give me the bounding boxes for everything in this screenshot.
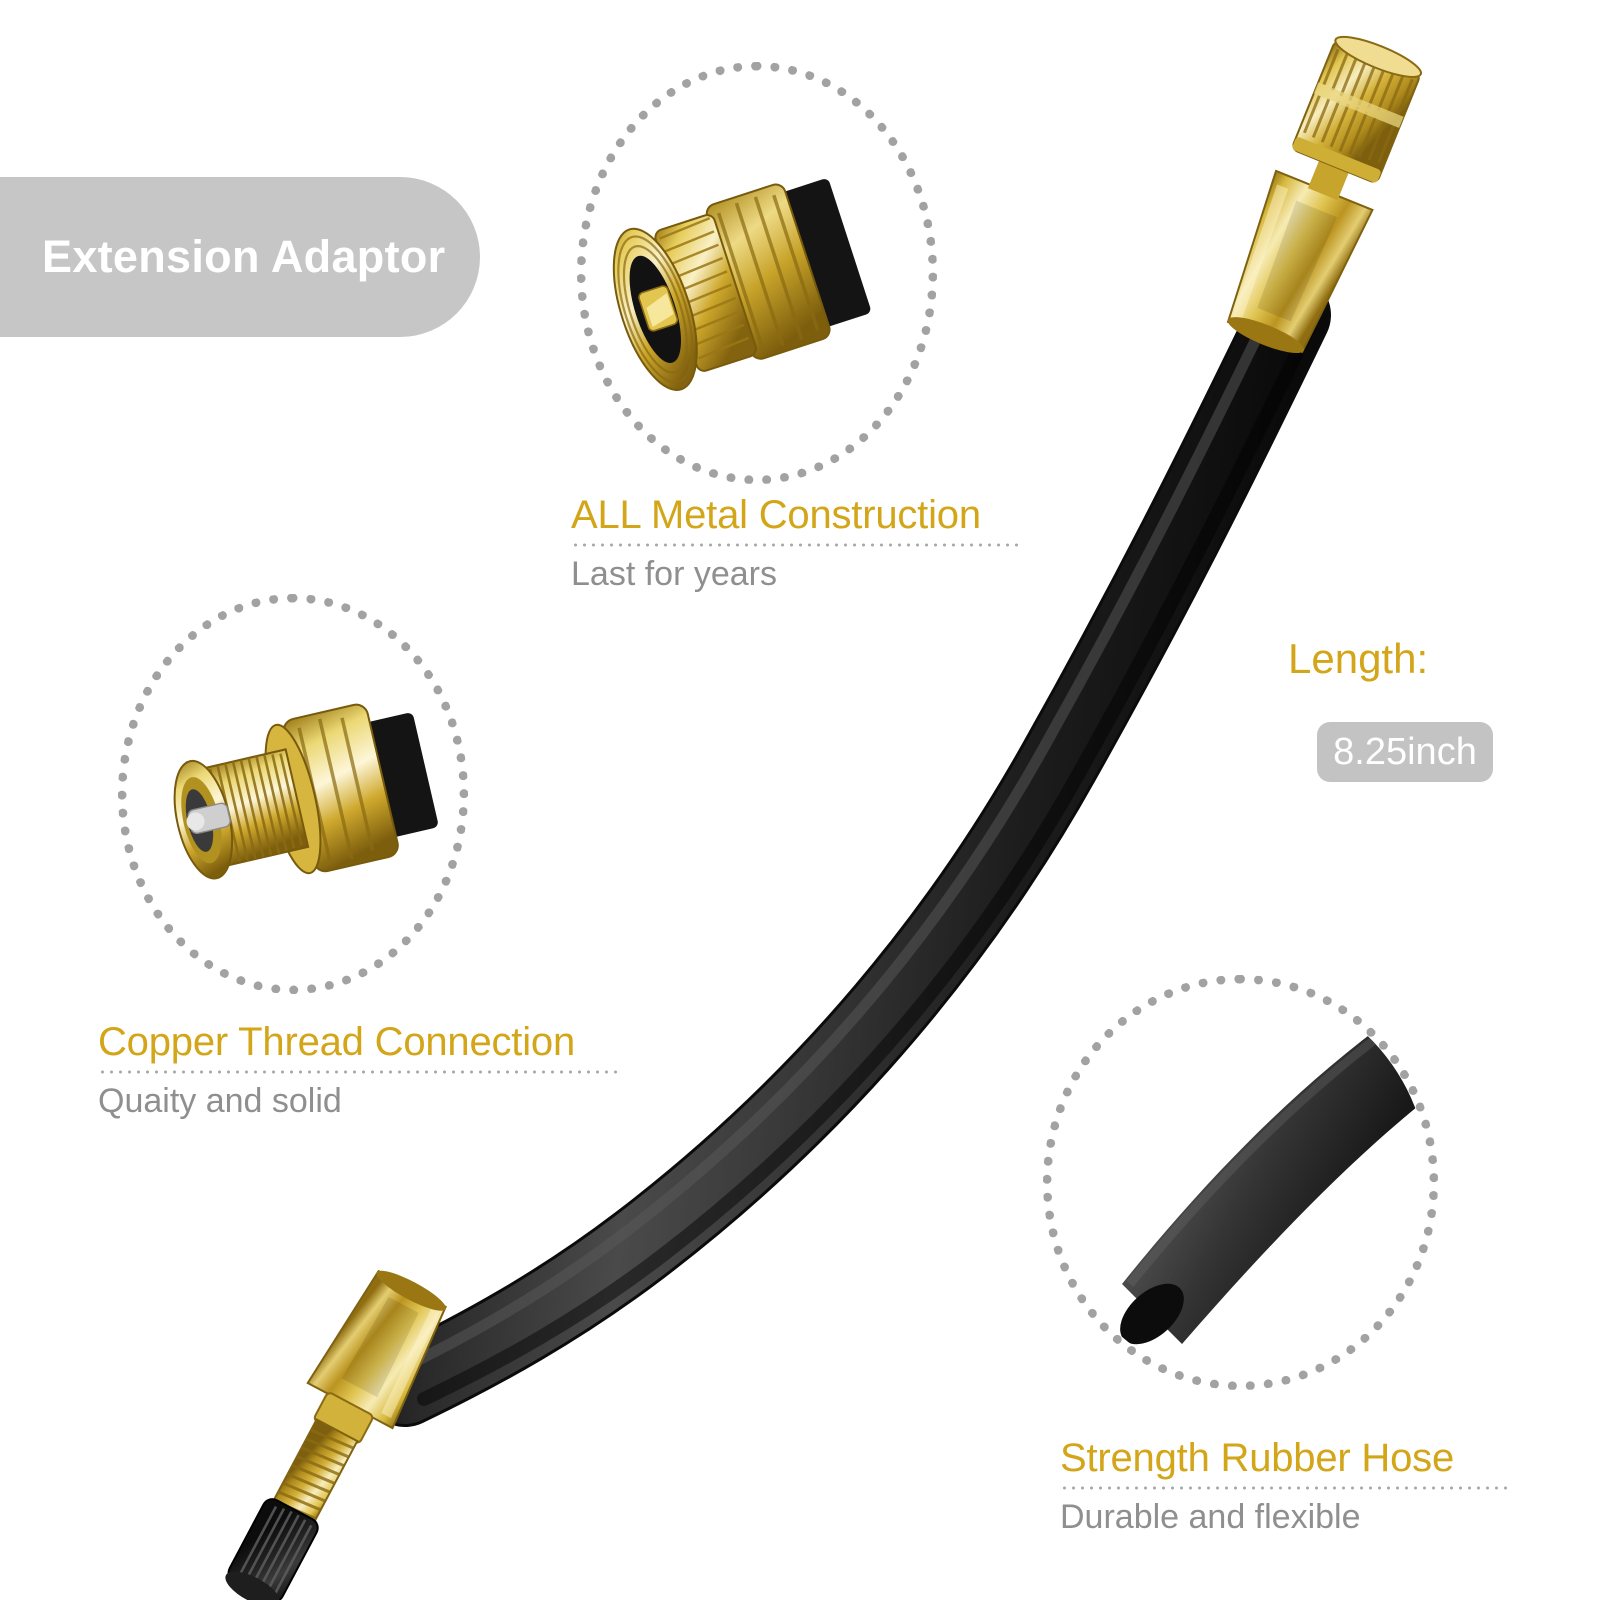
feature-subtitle-rubber-hose: Durable and flexible (1060, 1498, 1361, 1536)
extension-adaptor-badge-label: Extension Adaptor (42, 231, 446, 282)
top-brass-assembly (1226, 35, 1423, 354)
callout-ring-all-metal (577, 62, 937, 484)
length-value-badge: 8.25inch (1317, 722, 1493, 782)
feature-subtitle-all-metal: Last for years (571, 555, 777, 593)
feature-subtitle-copper-thread: Quaity and solid (98, 1082, 342, 1120)
bottom-valve-assembly (225, 1269, 447, 1600)
callout-ring-copper-thread (118, 594, 468, 994)
length-value-text: 8.25inch (1333, 730, 1477, 773)
feature-divider-all-metal (571, 543, 1021, 547)
feature-strength-rubber-hose: Strength Rubber Hose Durable and flexibl… (1060, 1437, 1512, 1537)
length-label: Length: (1288, 635, 1429, 682)
extension-adaptor-badge: Extension Adaptor (0, 177, 480, 337)
callout-ring-rubber-hose (1043, 975, 1438, 1390)
feature-all-metal-construction: ALL Metal Construction Last for years (571, 494, 1021, 594)
feature-title-rubber-hose: Strength Rubber Hose (1060, 1436, 1455, 1480)
feature-divider-rubber-hose (1060, 1486, 1512, 1490)
feature-copper-thread-connection: Copper Thread Connection Quaity and soli… (98, 1021, 617, 1121)
feature-divider-copper-thread (98, 1070, 617, 1074)
feature-title-all-metal: ALL Metal Construction (571, 493, 981, 537)
feature-title-copper-thread: Copper Thread Connection (98, 1020, 575, 1064)
